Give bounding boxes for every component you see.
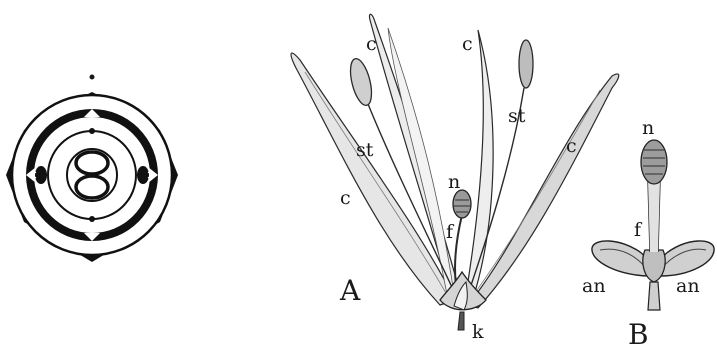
ovary-b-icon bbox=[643, 250, 665, 282]
label-petal-3: c bbox=[340, 187, 351, 209]
label-nectary-left: an bbox=[582, 275, 606, 297]
label-nectary-right: an bbox=[676, 275, 700, 297]
anther-a-right-icon bbox=[519, 40, 533, 88]
nectary-right-icon bbox=[658, 241, 714, 276]
anther-a-left-icon bbox=[346, 57, 375, 108]
label-stamen-2: st bbox=[508, 105, 526, 127]
stigma-icon bbox=[453, 190, 471, 218]
label-stamen-1: st bbox=[356, 139, 374, 161]
nectary-left-icon bbox=[592, 241, 651, 276]
anther-left-icon bbox=[35, 166, 47, 184]
label-petal-2: c bbox=[462, 33, 473, 55]
label-petal-1: c bbox=[366, 33, 377, 55]
label-figure-a: A bbox=[339, 274, 361, 307]
label-style-b: f bbox=[634, 219, 643, 241]
label-calyx: k bbox=[472, 321, 484, 343]
label-figure-b: B bbox=[628, 318, 649, 350]
label-petal-4: c bbox=[566, 135, 577, 157]
stigma-b-icon bbox=[641, 140, 667, 184]
label-stigma-a: n bbox=[448, 171, 460, 193]
axis-dot-icon bbox=[90, 75, 95, 80]
label-stigma-b: n bbox=[642, 117, 654, 139]
label-style-a: f bbox=[446, 221, 455, 243]
pedicel-icon bbox=[458, 312, 464, 330]
floral-diagram-icon bbox=[6, 75, 178, 263]
anther-right-icon bbox=[137, 166, 149, 184]
